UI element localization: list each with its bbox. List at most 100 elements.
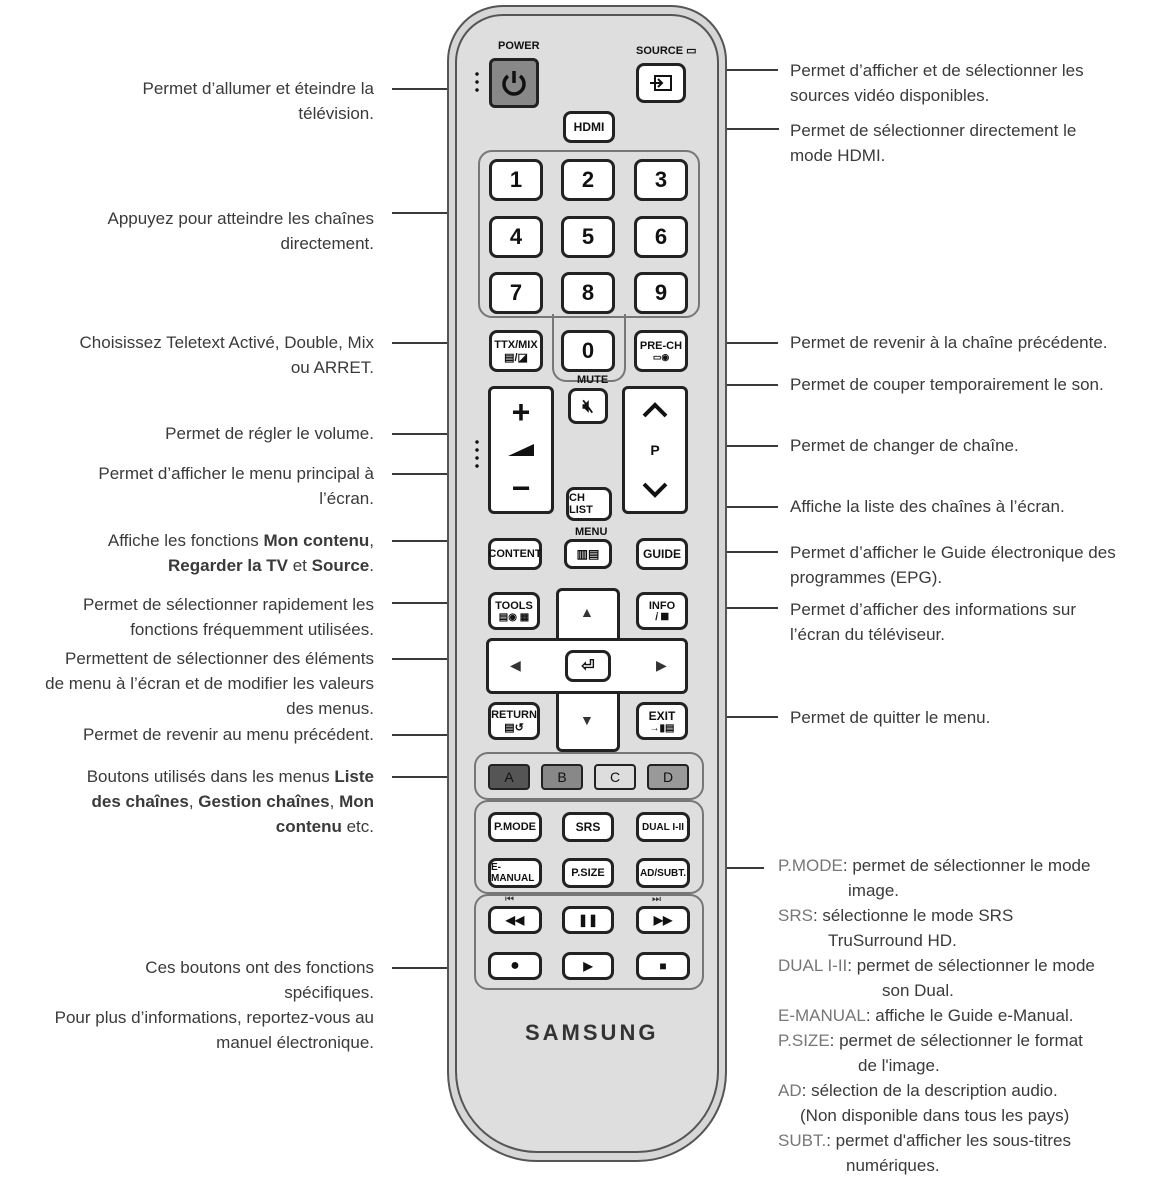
arrow-right-icon[interactable]: ▶: [656, 657, 667, 673]
pause-button[interactable]: ❚❚: [562, 906, 614, 934]
label-volume-line: Permet de régler le volume.: [165, 424, 374, 443]
digit-button-9[interactable]: 9: [634, 272, 688, 314]
mute-button[interactable]: 🔇︎: [568, 388, 608, 424]
leader-line: [690, 716, 778, 718]
rewind-button[interactable]: ◀◀: [488, 906, 542, 934]
exit-icon: →▮▤: [649, 722, 675, 734]
fast-forward-button[interactable]: ▶▶: [636, 906, 690, 934]
channel-p-label: P: [650, 441, 660, 458]
label-guide-line1: Permet d’afficher le Guide électronique …: [790, 543, 1116, 562]
psize-button[interactable]: P.SIZE: [562, 858, 614, 888]
content-button[interactable]: CONTENT: [488, 538, 542, 570]
mute-icon: 🔇︎: [582, 395, 594, 416]
subt-cont: numériques.: [778, 1153, 1158, 1178]
fast-forward-icon: ▶▶: [653, 913, 673, 927]
digit-button-5[interactable]: 5: [561, 216, 615, 258]
leader-line: [392, 734, 488, 736]
color-buttons-group: [474, 752, 704, 800]
bold-text: contenu: [275, 817, 342, 836]
dual-button[interactable]: DUAL I-II: [636, 812, 690, 842]
emanual-button[interactable]: E-MANUAL: [488, 858, 542, 888]
return-button[interactable]: RETURN ▤↺: [488, 702, 540, 740]
label-numbers-line1: Appuyez pour atteindre les chaînes: [107, 209, 374, 228]
key-term: DUAL I-II: [778, 956, 848, 975]
label-content: Affiche les fonctions Mon contenu, Regar…: [0, 528, 374, 578]
text: : sélectionne le mode SRS: [812, 906, 1014, 925]
bold-text: Mon contenu: [263, 531, 370, 550]
pre-ch-button[interactable]: PRE-CH ▭◉: [634, 330, 688, 372]
leader-line: [690, 445, 778, 447]
digit-button-2[interactable]: 2: [561, 159, 615, 201]
volume-up-icon: +: [511, 393, 531, 430]
label-arrows-line3: des menus.: [286, 699, 374, 718]
digit-button-8[interactable]: 8: [561, 272, 615, 314]
label-tools: Permet de sélectionner rapidement les fo…: [0, 592, 374, 642]
digit-button-1[interactable]: 1: [489, 159, 543, 201]
label-media-line2: spécifiques.: [284, 983, 374, 1002]
dots-icon: [474, 438, 480, 468]
exit-button[interactable]: EXIT →▮▤: [636, 702, 688, 740]
hdmi-button[interactable]: HDMI: [563, 111, 615, 143]
guide-button[interactable]: GUIDE: [636, 538, 688, 570]
leader-line: [392, 433, 488, 435]
power-button[interactable]: [489, 58, 539, 108]
key-term: E-MANUAL: [778, 1006, 866, 1025]
label-content-line1: Affiche les fonctions Mon contenu,: [0, 528, 374, 553]
label-guide: Permet d’afficher le Guide électronique …: [790, 540, 1159, 590]
digit-button-4[interactable]: 4: [489, 216, 543, 258]
pmode-button[interactable]: P.MODE: [488, 812, 542, 842]
ch-list-button[interactable]: CH LIST: [566, 487, 612, 521]
channel-rocker[interactable]: P: [622, 386, 688, 514]
text: : permet de sélectionner le format: [829, 1031, 1083, 1050]
dual-cont: son Dual.: [778, 978, 1158, 1003]
text: : affiche le Guide e-Manual.: [865, 1006, 1074, 1025]
leader-line: [392, 540, 488, 542]
rewind-icon: ◀◀: [505, 913, 525, 927]
label-menu: Permet d’afficher le menu principal à l’…: [0, 461, 374, 511]
enter-button[interactable]: ⏎: [565, 650, 611, 682]
digit-button-6[interactable]: 6: [634, 216, 688, 258]
info-button[interactable]: INFO 𝑖 ▤: [636, 592, 688, 630]
arrow-up-icon[interactable]: ▲: [580, 604, 594, 620]
tools-button[interactable]: TOOLS ▤◉ ▦: [488, 592, 540, 630]
label-colors-line1: Boutons utilisés dans les menus Liste: [0, 764, 374, 789]
power-label: POWER: [498, 40, 540, 52]
color-button-c[interactable]: C: [594, 764, 636, 790]
ttx-mix-label: TTX/MIX: [494, 338, 538, 351]
label-tools-line1: Permet de sélectionner rapidement les: [82, 595, 374, 614]
digit-button-3[interactable]: 3: [634, 159, 688, 201]
leader-line: [690, 551, 778, 553]
arrow-down-icon[interactable]: ▼: [580, 712, 594, 728]
return-label: RETURN: [491, 708, 537, 721]
label-mute-line: Permet de couper temporairement le son.: [790, 375, 1104, 394]
label-info-line2: l’écran du téléviseur.: [790, 625, 945, 644]
label-source-line2: sources vidéo disponibles.: [790, 86, 990, 105]
stop-button[interactable]: ■: [636, 952, 690, 980]
volume-rocker[interactable]: + −: [488, 386, 554, 514]
srs-button[interactable]: SRS: [562, 812, 614, 842]
play-button[interactable]: ▶: [562, 952, 614, 980]
label-ttx: Choisissez Teletext Activé, Double, Mix …: [0, 330, 374, 380]
tools-label: TOOLS: [495, 599, 533, 612]
ad-subt-button[interactable]: AD/SUBT.: [636, 858, 690, 888]
digit-button-7[interactable]: 7: [489, 272, 543, 314]
record-button[interactable]: ●: [488, 952, 542, 980]
ttx-mix-button[interactable]: TTX/MIX ▤/◪: [489, 330, 543, 372]
digit-button-0[interactable]: 0: [561, 330, 615, 372]
color-button-b[interactable]: B: [541, 764, 583, 790]
label-power: Permet d’allumer et éteindre la télévisi…: [0, 76, 374, 126]
menu-button[interactable]: ▥▤: [564, 539, 612, 569]
color-button-a[interactable]: A: [488, 764, 530, 790]
label-chlist-line: Affiche la liste des chaînes à l’écran.: [790, 497, 1065, 516]
text: numériques.: [846, 1156, 940, 1175]
teletext-icon: ▭◉: [652, 351, 670, 362]
source-button[interactable]: [636, 63, 686, 103]
text: ,: [188, 792, 199, 811]
record-icon: ●: [510, 957, 520, 974]
text: : permet de sélectionner le mode: [842, 856, 1091, 875]
color-button-d[interactable]: D: [647, 764, 689, 790]
label-guide-line2: programmes (EPG).: [790, 568, 943, 587]
label-menu-line2: l’écran.: [319, 489, 374, 508]
dual-line: DUAL I-II: permet de sélectionner le mod…: [778, 953, 1158, 978]
arrow-left-icon[interactable]: ◀: [510, 657, 521, 673]
